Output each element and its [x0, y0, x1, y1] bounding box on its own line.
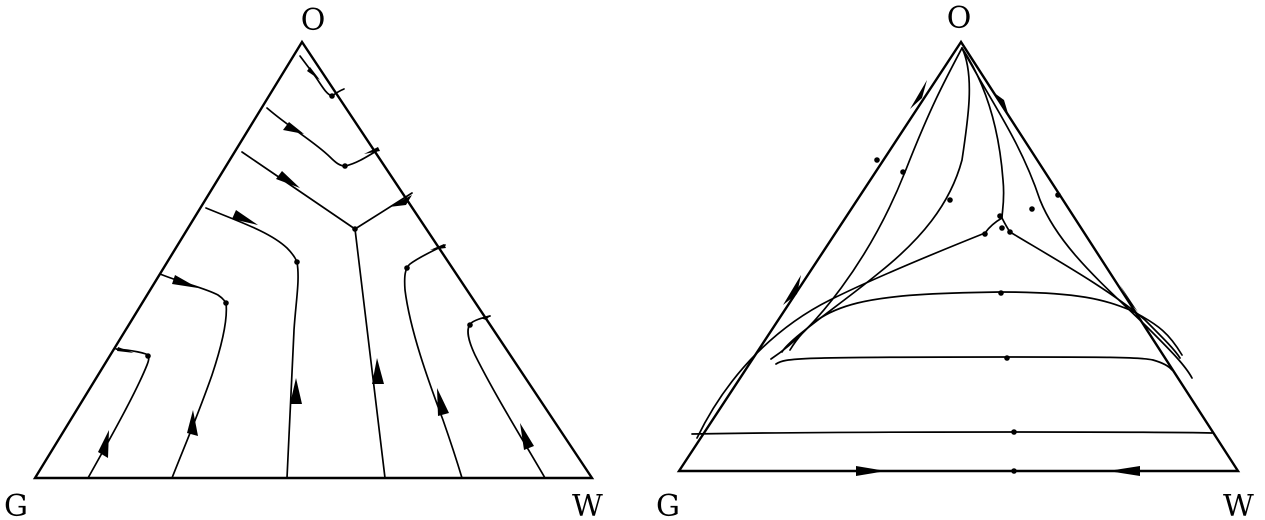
right-trajectory: [770, 47, 963, 360]
right-fixed-point: [1029, 206, 1035, 212]
left-triangle-outline: [32, 39, 595, 480]
left-arrowhead: [290, 378, 302, 404]
left-fixed-point: [294, 259, 300, 265]
right-arrowheads: [783, 80, 1140, 476]
right-trajectory: [961, 47, 1193, 379]
right-fixed-point: [1011, 468, 1017, 474]
left-fixed-point: [223, 300, 229, 306]
left-arrowhead: [187, 410, 198, 436]
left-trajectory: [467, 315, 546, 479]
left-vertex-left-label: G: [4, 489, 28, 520]
right-fixed-point: [1011, 429, 1017, 435]
left-fixed-point: [145, 353, 151, 359]
left-trajectory: [241, 151, 356, 230]
left-arrowhead: [117, 347, 134, 353]
right-trajectory: [1001, 217, 1181, 359]
right-fixed-point: [947, 197, 953, 203]
left-vertex-right-label: W: [572, 489, 603, 520]
right-simplex: O G W: [656, 1, 1254, 520]
left-simplex: O G W: [4, 3, 603, 520]
right-trajectory: [696, 217, 1003, 439]
left-fixed-point: [342, 163, 348, 169]
right-triangle-outline: [676, 39, 1241, 473]
left-trajectory: [354, 192, 413, 230]
right-fixed-point: [998, 290, 1004, 296]
left-arrowheads: [98, 67, 534, 458]
right-trajectory: [691, 431, 1213, 435]
right-trajectory: [775, 356, 1173, 371]
left-arrowhead: [520, 423, 534, 450]
right-arrowhead: [910, 80, 927, 109]
right-arrowhead: [1120, 285, 1138, 312]
left-trajectory: [87, 348, 150, 479]
left-trajectory: [266, 107, 379, 167]
right-trajectory: [789, 291, 1183, 356]
left-arrowhead: [389, 195, 412, 207]
left-fixed-point: [404, 265, 410, 271]
right-fixed-points: [874, 157, 1061, 474]
right-arrowhead: [783, 275, 801, 305]
left-trajectories: [87, 55, 546, 479]
left-arrowhead: [437, 388, 449, 416]
right-vertex-right-label: W: [1223, 489, 1254, 520]
right-trajectory: [781, 47, 971, 353]
left-fixed-points: [145, 93, 473, 359]
right-fixed-point: [1055, 192, 1061, 198]
left-trajectory: [159, 273, 228, 479]
left-trajectory: [403, 244, 463, 479]
right-fixed-point: [1004, 355, 1010, 361]
left-arrowhead: [276, 171, 300, 188]
right-trajectories: [691, 47, 1213, 439]
left-arrowhead: [283, 122, 304, 134]
right-vertex-top-label: O: [947, 1, 972, 36]
right-fixed-point: [997, 213, 1003, 219]
left-fixed-point: [352, 226, 358, 232]
left-arrowhead: [232, 210, 258, 225]
left-arrowhead: [430, 244, 446, 250]
left-fixed-point: [467, 322, 473, 328]
left-arrowhead: [172, 275, 198, 288]
right-arrowhead: [856, 466, 886, 476]
left-vertex-top-label: O: [301, 3, 326, 38]
right-fixed-point: [900, 169, 906, 175]
left-arrowhead: [98, 430, 109, 458]
left-arrowhead: [372, 358, 384, 384]
right-fixed-point: [982, 231, 988, 237]
left-arrowhead: [307, 67, 320, 80]
left-fixed-point: [329, 93, 335, 99]
left-trajectory: [314, 75, 333, 97]
right-arrowhead: [1108, 466, 1140, 476]
left-trajectory: [205, 207, 299, 479]
right-vertex-left-label: G: [656, 489, 680, 520]
left-arrowhead: [364, 147, 380, 154]
left-arrowhead: [480, 316, 490, 320]
right-fixed-point: [1007, 229, 1013, 235]
right-arrowhead: [993, 92, 1010, 120]
left-trajectory: [354, 228, 386, 479]
right-fixed-point: [874, 157, 880, 163]
right-fixed-point: [999, 225, 1005, 231]
